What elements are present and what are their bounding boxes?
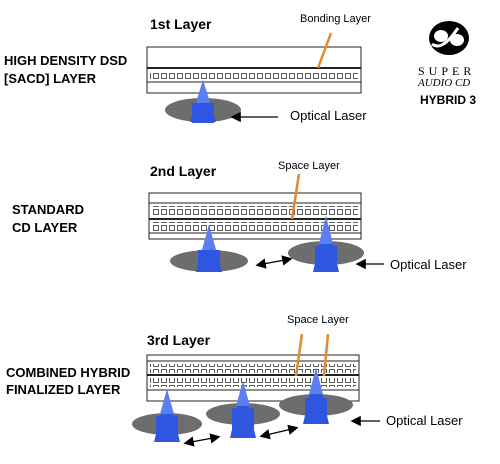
layer1-disc [146, 46, 362, 94]
logo-caption: HYBRID 3 [420, 93, 477, 107]
layer1-laser [165, 80, 241, 123]
section1-laser-label: Optical Laser [290, 108, 367, 123]
layer2-laser-right [288, 216, 364, 272]
logo-line2: AUDIO CD [418, 77, 471, 89]
section3-laser-label: Optical Laser [386, 413, 463, 428]
layer2-focus-arrow [255, 255, 293, 269]
space-layer-arrow-3a [294, 333, 304, 377]
layer2-laser-left [170, 225, 248, 272]
layer3-laser-middle [206, 381, 280, 438]
layer3-disc [146, 354, 360, 402]
layer3-focus-arrow-right [259, 424, 299, 440]
section1-title: 1st Layer [150, 16, 212, 32]
section2-title: 2nd Layer [150, 163, 217, 179]
section2-laser-label: Optical Laser [390, 257, 467, 272]
layer3-laser-left [132, 389, 202, 442]
section1-side-label-line2: [SACD] LAYER [4, 71, 96, 86]
logo-line1: SUPER [418, 64, 476, 78]
section3-side-label-line1: COMBINED HYBRID [6, 365, 131, 380]
space-layer-arrow-3b [322, 333, 330, 377]
layer3-laser-right [279, 368, 353, 424]
section1-callout: Bonding Layer [300, 13, 371, 25]
section2-callout: Space Layer [278, 160, 340, 172]
section1-side-label-line1: HIGH DENSITY DSD [4, 53, 128, 68]
space-layer-arrow-2 [290, 173, 301, 220]
section2-side-label-line2: CD LAYER [12, 220, 78, 235]
section3-side-label-line2: FINALIZED LAYER [6, 382, 121, 397]
bonding-layer-arrow [316, 32, 333, 69]
layer3-focus-arrow-left [183, 433, 221, 447]
section3-title: 3rd Layer [147, 332, 211, 348]
section3-callout: Space Layer [287, 314, 349, 326]
sacd-logo-icon [429, 21, 469, 55]
section2-side-label-line1: STANDARD [12, 202, 84, 217]
